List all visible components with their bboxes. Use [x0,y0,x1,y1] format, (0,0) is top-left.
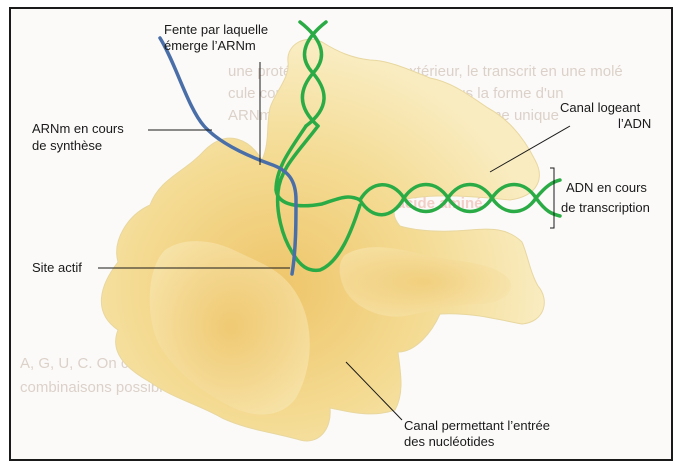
label-canal-nuc-line2: des nucléotides [404,434,495,449]
label-arnm-line2: de synthèse [32,138,102,153]
label-fente-line1: Fente par laquelle [164,22,268,37]
label-adn-line2: de transcription [561,200,650,215]
label-adn-line1: ADN en cours [566,180,647,195]
label-canal-adn-line1: Canal logeant [560,100,641,115]
label-fente-line2: émerge l’ARNm [164,38,256,53]
label-canal-adn-line2: l’ADN [618,116,651,131]
label-arnm-line1: ARNm en cours [32,121,124,136]
label-site-actif: Site actif [32,260,82,275]
label-canal-nuc-line1: Canal permettant l’entrée [404,418,550,433]
